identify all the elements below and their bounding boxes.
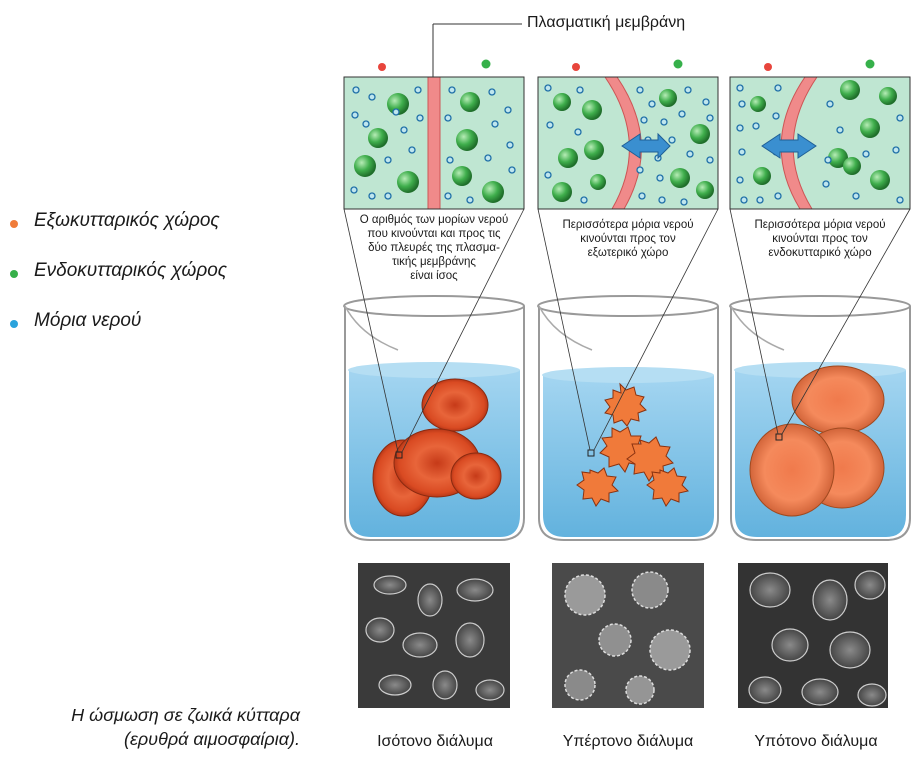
- note-line: που κινούνται και προς τις: [367, 228, 501, 240]
- water-molecules: [350, 86, 516, 204]
- note-line: τικής μεμβράνης: [392, 256, 476, 268]
- note-line: είναι ίσος: [410, 270, 458, 282]
- note-line: κινούνται προς τον: [580, 233, 676, 245]
- molecule-panel-hypertonic: [538, 77, 718, 209]
- legend-label: Εξωκυτταρικός χώρος: [34, 210, 220, 231]
- beaker-hypertonic: [537, 208, 719, 541]
- micrograph-hypertonic: [552, 563, 704, 708]
- solute-molecules: [552, 89, 714, 202]
- crenated-cell: [604, 382, 647, 427]
- panel-note-hypertonic: Περισσότερα μόρια νερού κινούνται προς τ…: [543, 218, 713, 260]
- plasma-membrane: [427, 77, 441, 209]
- red-dot-icon: [378, 63, 386, 71]
- molecule-panel-hypotonic: [730, 77, 910, 209]
- panel-frame: [343, 76, 525, 210]
- solution-label-hypertonic: Υπέρτονο διάλυμα: [562, 733, 694, 750]
- panel-note-isotonic: Ο αριθμός των μορίων νερού που κινούνται…: [349, 213, 519, 283]
- red-blood-cell: [421, 378, 489, 432]
- caption-line: Η ώσμωση σε ζωικά κύτταρα: [71, 705, 300, 725]
- water-flow-arrow-icon: [621, 132, 671, 160]
- red-dot-icon: [572, 63, 580, 71]
- plasma-membrane: [780, 77, 818, 209]
- green-dot-icon: [673, 59, 683, 69]
- micrograph-isotonic: [358, 563, 510, 708]
- green-dot-icon: [865, 59, 875, 69]
- orange-dot-icon: [10, 220, 18, 228]
- red-blood-cell: [450, 452, 502, 500]
- note-line: εξωτερικό χώρο: [587, 247, 669, 259]
- crenated-cell: [576, 467, 619, 507]
- note-line: Ο αριθμός των μορίων νερού: [359, 214, 509, 226]
- crenated-cell: [646, 467, 689, 507]
- solution-label-isotonic: Ισότονο διάλυμα: [377, 733, 493, 750]
- panel-frame: [537, 76, 719, 210]
- water-molecules: [544, 84, 714, 206]
- solution-label-hypotonic: Υπότονο διάλυμα: [754, 733, 878, 750]
- panel-note-hypotonic: Περισσότερα μόρια νερού κινούνται προς τ…: [735, 218, 905, 260]
- solute-molecules: [750, 80, 897, 190]
- micrograph-hypotonic: [738, 563, 888, 708]
- legend-label: Ενδοκυτταρικός χώρος: [34, 260, 228, 281]
- green-dot-icon: [10, 270, 18, 278]
- solute-molecules: [354, 92, 504, 203]
- note-line: Περισσότερα μόρια νερού: [562, 219, 694, 231]
- swollen-cell: [749, 423, 835, 517]
- molecule-panel-isotonic: [344, 77, 524, 209]
- caption-line: (ερυθρά αιμοσφαίρια).: [123, 729, 300, 749]
- swollen-cell: [791, 365, 885, 435]
- beaker-isotonic: [343, 208, 525, 541]
- beaker-hypotonic: [729, 208, 911, 541]
- red-dot-icon: [764, 63, 772, 71]
- blue-dot-icon: [10, 320, 18, 328]
- figure-caption: Η ώσμωση σε ζωικά κύτταρα (ερυθρά αιμοσφ…: [0, 703, 300, 751]
- water-molecules: [736, 84, 904, 204]
- note-line: Περισσότερα μόρια νερού: [754, 219, 886, 231]
- green-dot-icon: [481, 59, 491, 69]
- water-flow-arrow-icon: [761, 133, 817, 159]
- plasma-membrane: [604, 77, 642, 209]
- note-line: δύο πλευρές της πλασμα-: [368, 242, 500, 254]
- note-line: ενδοκυτταρικό χώρο: [768, 247, 872, 259]
- panel-frame: [729, 76, 911, 210]
- plasma-membrane-label: Πλασματική μεμβράνη: [527, 14, 686, 31]
- note-line: κινούνται προς τον: [772, 233, 868, 245]
- legend-label: Μόρια νερού: [34, 310, 142, 331]
